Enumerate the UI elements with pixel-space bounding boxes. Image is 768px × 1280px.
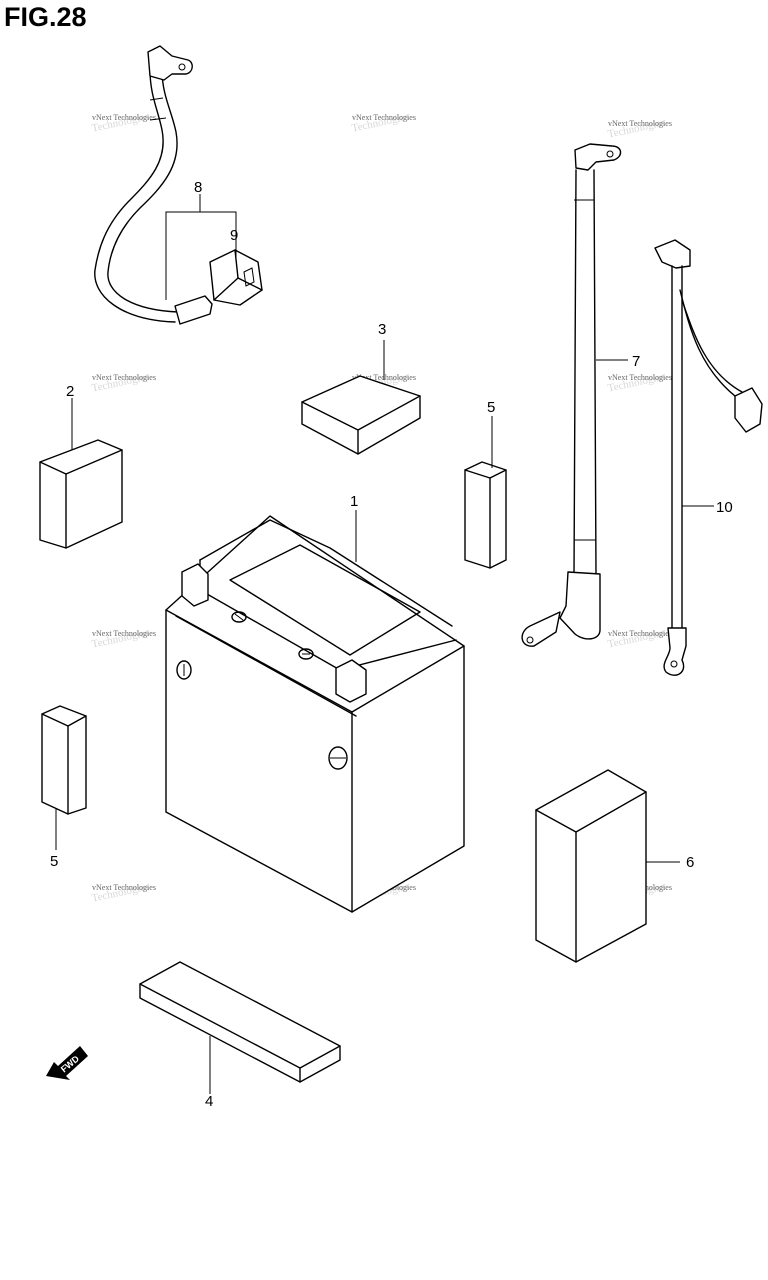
svg-text:vNext Technologies: vNext Technologies: [608, 373, 672, 382]
callout-5-right: 5: [487, 399, 495, 416]
callout-5-left: 5: [50, 853, 58, 870]
callout-6: 6: [686, 854, 694, 871]
callout-3: 3: [378, 321, 386, 338]
part-4-plate: [139, 961, 341, 1083]
callout-7: 7: [632, 353, 640, 370]
callout-2: 2: [66, 383, 74, 400]
part-5-cushion-right: [464, 461, 507, 569]
callout-9: 9: [230, 227, 238, 244]
figure-title: FIG.28: [4, 2, 87, 32]
svg-text:vNext Technologies: vNext Technologies: [92, 373, 156, 382]
callout-10: 10: [716, 499, 733, 516]
svg-text:vNext Technologies: vNext Technologies: [608, 629, 672, 638]
svg-text:vNext Technologies: vNext Technologies: [352, 113, 416, 122]
part-8-battery-cable: [94, 45, 263, 325]
fwd-arrow-icon: FWD: [46, 1046, 88, 1080]
svg-text:vNext Technologies: vNext Technologies: [92, 883, 156, 892]
part-2-cushion: [39, 439, 123, 549]
part-3-pad: [301, 375, 421, 455]
part-5-cushion-left: [41, 705, 87, 815]
leader-lines: [55, 194, 714, 1094]
part-1-battery: [165, 515, 465, 913]
part-7-cable: [521, 143, 622, 647]
callout-labels: 1 2 3 4 5 5 6 7 8 9 10: [50, 179, 733, 1110]
part-10-lead: [654, 239, 763, 676]
callout-8: 8: [194, 179, 202, 196]
callout-1: 1: [350, 493, 358, 510]
svg-text:vNext Technologies: vNext Technologies: [92, 629, 156, 638]
callout-4: 4: [205, 1093, 213, 1110]
part-6-case: [535, 769, 647, 963]
svg-text:vNext Technologies: vNext Technologies: [608, 119, 672, 128]
svg-text:vNext Technologies: vNext Technologies: [92, 113, 156, 122]
